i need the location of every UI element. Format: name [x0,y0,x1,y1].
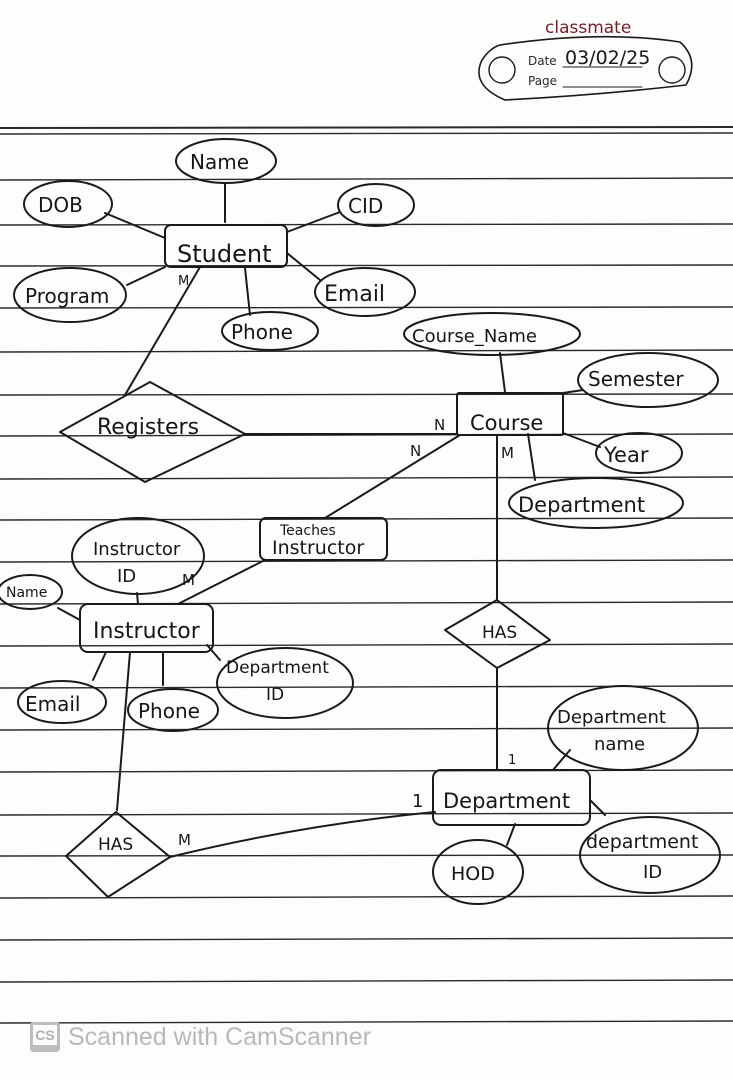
attribute-label: Semester [588,367,684,391]
attribute-label-line1: Instructor [93,539,181,560]
relationship-label-line1: Teaches [279,523,336,539]
attribute-department-hod[interactable]: HOD [432,839,524,905]
attribute-student-program[interactable]: Program [13,267,127,323]
entity-student[interactable]: Student [164,224,288,268]
attribute-label-line1: department [586,831,698,853]
entity-label: Instructor [93,619,201,644]
attribute-label: CID [348,194,383,218]
attribute-label: Phone [231,320,293,344]
entity-course[interactable]: Course [456,392,564,436]
cardinality-student-registers: M [178,274,189,289]
page-label: Page [528,74,557,88]
entity-instructor[interactable]: Instructor [79,603,214,653]
attribute-course-semester[interactable]: Semester [577,352,719,408]
camscanner-logo-icon: CS [30,1022,60,1052]
relationship-registers[interactable]: Registers [59,381,246,483]
attribute-student-name[interactable]: Name [175,138,277,184]
watermark-text: Scanned with CamScanner [68,1022,371,1051]
cardinality-instructor-teaches: M [182,571,195,589]
attribute-label: Phone [138,699,200,723]
attribute-label-line1: Department [557,707,666,728]
attribute-label: Name [190,150,249,174]
attribute-student-dob[interactable]: DOB [23,180,113,228]
attribute-label: Name [6,585,47,601]
entity-department[interactable]: Department [432,769,591,826]
attribute-label: HOD [451,863,495,885]
cardinality-course-has: M [501,444,514,462]
attribute-student-phone[interactable]: Phone [221,311,319,351]
relationship-label-line2: Instructor [272,537,364,559]
attribute-label-line1: Department [226,658,329,678]
date-label: Date [528,54,557,68]
relationship-teaches-instructor[interactable]: Teaches Instructor [259,517,388,561]
attribute-instructor-department-id[interactable]: Department ID [216,647,354,719]
date-value: 03/02/25 [565,47,650,69]
attribute-label-line2: name [594,734,645,755]
camscanner-watermark: CS Scanned with CamScanner [30,1022,371,1052]
cardinality-course-teaches: N [410,442,421,460]
attribute-label: Email [25,692,81,716]
attribute-course-name[interactable]: Course_Name [403,312,581,356]
entity-label: Department [443,789,570,813]
attribute-label: Email [324,282,385,307]
attribute-label-line2: ID [643,862,662,883]
connectors [57,182,606,858]
attribute-label: Program [25,284,109,308]
attribute-student-cid[interactable]: CID [337,183,415,227]
attribute-label: Year [603,443,649,467]
attribute-instructor-email[interactable]: Email [17,680,107,724]
entity-label: Student [177,240,271,268]
classmate-header: classmate Date 03/02/25 Page [478,18,693,101]
cardinality-department-has-instructor: 1 [412,791,423,812]
attribute-course-department[interactable]: Department [508,477,684,529]
attribute-student-email[interactable]: Email [314,267,416,317]
relationship-label: Registers [97,415,199,440]
attribute-department-name[interactable]: Department name [547,685,699,771]
attribute-course-year[interactable]: Year [595,432,683,474]
cardinality-department-has-course: 1 [508,753,516,768]
ruled-lines [0,126,733,1024]
brand-logo: classmate [545,18,631,38]
attribute-department-id[interactable]: department ID [579,816,721,894]
cardinalities: M N N M M 1 1 M [178,274,516,849]
cardinality-instructor-has: M [178,831,191,849]
attribute-label: Department [518,493,645,517]
attribute-label-line2: ID [266,685,284,705]
relationship-label: HAS [98,835,133,855]
relationship-label: HAS [482,623,517,643]
attribute-instructor-name[interactable]: Name [0,574,63,610]
cardinality-course-registers: N [434,416,445,434]
entity-label: Course [470,411,543,435]
attribute-label: Course_Name [412,326,537,347]
relationship-course-has[interactable]: HAS [444,599,551,669]
attribute-label: DOB [38,193,83,217]
relationship-instructor-has[interactable]: HAS [65,811,171,898]
attribute-instructor-id[interactable]: Instructor ID [71,517,205,595]
attribute-instructor-phone[interactable]: Phone [127,688,219,732]
attribute-label-line2: ID [117,566,136,587]
